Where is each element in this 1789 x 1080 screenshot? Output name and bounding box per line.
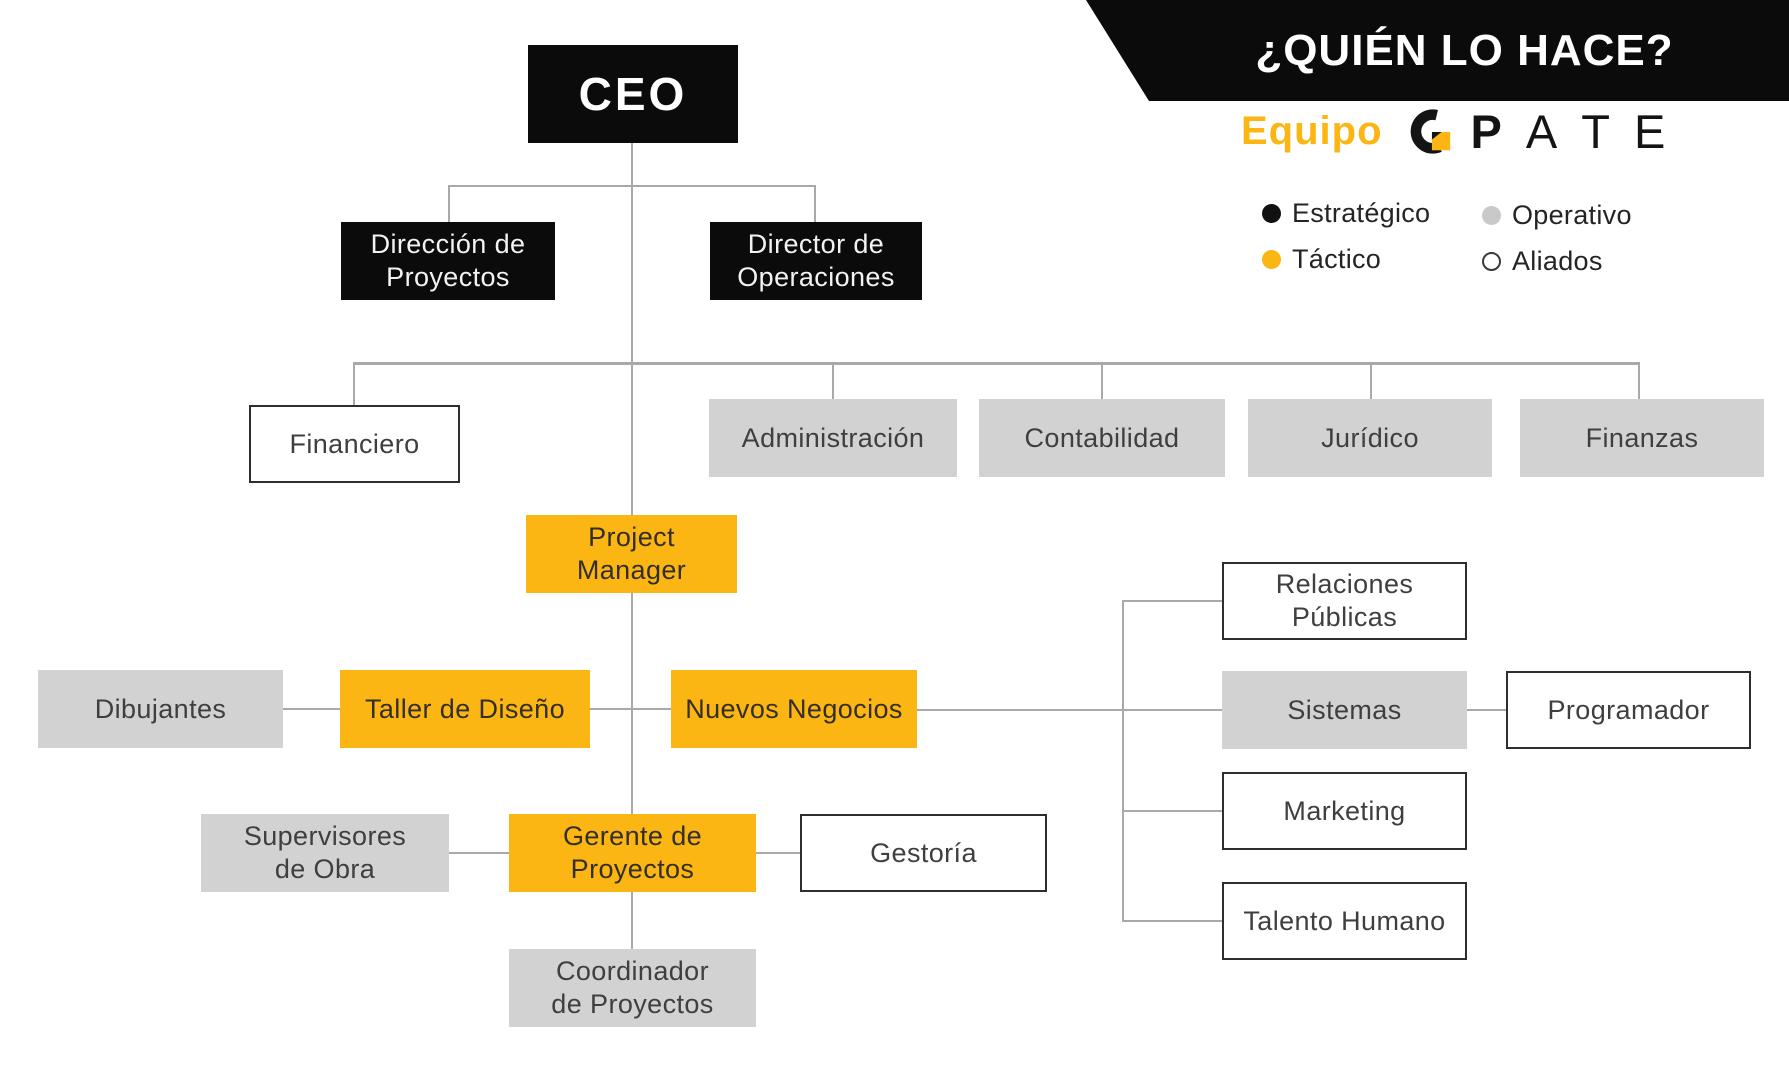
connector-stub-relaciones [1122, 600, 1222, 602]
legend-item-estrategico: Estratégico [1262, 198, 1430, 229]
node-financiero: Financiero [249, 405, 460, 483]
node-gestoria: Gestoría [800, 814, 1047, 892]
legend-item-operativo: Operativo [1482, 200, 1632, 231]
connector-row3-horizontal [353, 362, 1640, 365]
node-nuevos-negocios: Nuevos Negocios [671, 670, 917, 748]
brand-letter-p: P [1470, 104, 1502, 158]
connector-taller-nuevos [590, 708, 671, 710]
connector-stub-talento [1122, 920, 1222, 922]
brand-row: Equipo P A T E [1241, 102, 1689, 160]
node-dibujantes: Dibujantes [38, 670, 283, 748]
legend-label-operativo: Operativo [1512, 200, 1632, 230]
brand-letter-t: T [1581, 104, 1610, 158]
legend-item-aliados: Aliados [1482, 246, 1603, 277]
legend-label-aliados: Aliados [1512, 246, 1603, 276]
connector-drop-juridico [1370, 362, 1372, 399]
legend-item-tactico: Táctico [1262, 244, 1381, 275]
legend-label-tactico: Táctico [1292, 244, 1382, 274]
node-ceo: CEO [528, 45, 738, 143]
connector-sistemas-programador [1467, 709, 1506, 711]
banner: ¿QUIÉN LO HACE? [1086, 0, 1789, 101]
connector-drop-financiero [353, 362, 355, 405]
operativo-dot-icon [1482, 206, 1501, 225]
node-juridico: Jurídico [1248, 399, 1492, 477]
node-talento-humano: Talento Humano [1222, 882, 1467, 960]
legend-label-estrategico: Estratégico [1292, 198, 1431, 228]
node-administracion: Administración [709, 399, 957, 477]
node-finanzas: Finanzas [1520, 399, 1764, 477]
connector-row2-horizontal [448, 185, 816, 187]
connector-gerente-gestoria [756, 852, 800, 854]
team-label: Equipo [1241, 108, 1383, 153]
connector-dibujantes-taller [283, 708, 340, 710]
brand-letter-a: A [1525, 104, 1558, 158]
connector-drop-direccion [448, 185, 450, 222]
connector-drop-finanzas [1638, 362, 1640, 399]
node-supervisores-obra: Supervisores de Obra [201, 814, 449, 892]
node-sistemas: Sistemas [1222, 671, 1467, 749]
node-relaciones-publicas: Relaciones Públicas [1222, 562, 1467, 640]
node-taller-diseno: Taller de Diseño [340, 670, 590, 748]
tactico-dot-icon [1262, 250, 1281, 269]
estrategico-dot-icon [1262, 204, 1281, 223]
node-project-manager: Project Manager [526, 515, 737, 593]
brand-letter-e: E [1633, 104, 1666, 158]
connector-stub-marketing [1122, 810, 1222, 812]
node-programador: Programador [1506, 671, 1751, 749]
node-contabilidad: Contabilidad [979, 399, 1225, 477]
connector-drop-director [814, 185, 816, 222]
node-coordinador-proyectos: Coordinador de Proyectos [509, 949, 756, 1027]
node-marketing: Marketing [1222, 772, 1467, 850]
connector-right-vertical [1122, 600, 1124, 921]
connector-nuevos-sistemas [917, 709, 1222, 711]
connector-drop-contabilidad [1101, 362, 1103, 399]
gpate-logo-g-icon [1410, 109, 1450, 154]
connector-supervisores-gerente [449, 852, 509, 854]
node-gerente-proyectos: Gerente de Proyectos [509, 814, 756, 892]
page-title: ¿QUIÉN LO HACE? [1255, 25, 1674, 75]
node-direccion-proyectos: Dirección de Proyectos [341, 222, 555, 300]
aliados-circle-icon [1482, 252, 1501, 271]
node-director-operaciones: Director de Operaciones [710, 222, 922, 300]
connector-drop-administracion [832, 362, 834, 399]
